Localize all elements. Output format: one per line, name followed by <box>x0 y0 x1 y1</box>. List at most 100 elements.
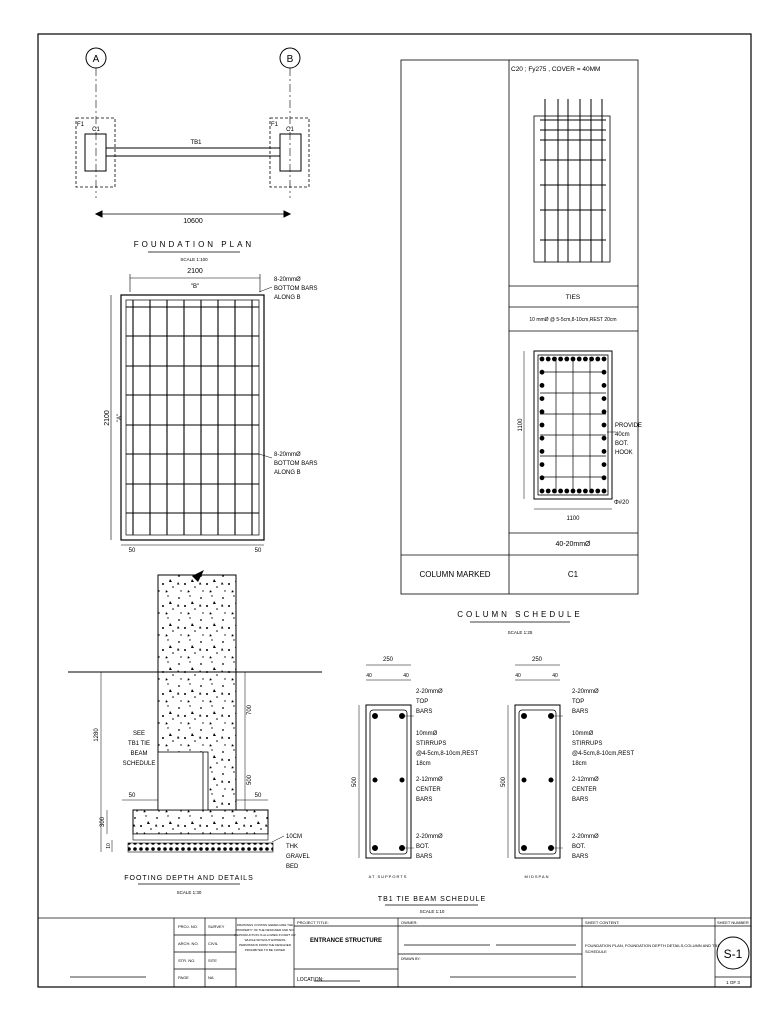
column-section-bar <box>539 448 545 454</box>
left-beam-depth: 500 <box>352 776 358 787</box>
footing-label-left: F1 <box>77 122 85 128</box>
right-cen-3: BARS <box>572 797 588 803</box>
total-depth-dim: 1280 <box>94 728 100 742</box>
column-section-bar <box>576 356 582 362</box>
tb-r4-value: NA <box>208 975 214 980</box>
column-section-bar <box>552 488 557 494</box>
bars-note-top-1: 8-20mmØ <box>274 277 301 283</box>
column-schedule-scale: SCALE 1:25 <box>508 630 533 635</box>
column-section-bar <box>564 488 570 494</box>
tb-note-6: PROHIBITED TO BE COPIED <box>245 948 286 952</box>
right-st-2: STIRRUPS <box>572 741 602 747</box>
right-st-1: 10mmØ <box>572 731 594 737</box>
foundation-plan-text: A B F1 C1 F1 C1 TB1 10600 FOUNDATION PLA… <box>77 54 294 262</box>
main-bars: 40-20mmØ <box>555 541 591 548</box>
right-bot-2: BOT. <box>572 844 586 850</box>
column-section-bar <box>601 448 607 454</box>
footing-section-text: 1280 SEE TB1 TIE BEAM SCHEDULE 700 500 3… <box>94 704 311 895</box>
column-section-bar <box>539 396 545 402</box>
left-top-3: BARS <box>416 709 432 715</box>
tb-location-label: LOCATION: <box>297 977 324 983</box>
column-section-bar <box>595 356 601 362</box>
bars-note-top-2: BOTTOM BARS <box>274 286 318 292</box>
left-cen-1: 2-12mmØ <box>416 777 443 783</box>
right-cen-2: CENTER <box>572 787 597 793</box>
title-block <box>37 917 752 988</box>
tb-sheet-label: SHEET NUMBER <box>717 920 749 925</box>
footing-width-dim: 2100 <box>187 268 203 275</box>
column-schedule-title: COLUMN SCHEDULE <box>457 610 582 619</box>
column-section-bar <box>539 422 545 428</box>
see-note-2: TB1 TIE <box>128 741 150 747</box>
column-width-dim: 1100 <box>567 516 581 522</box>
left-cover-1: 40 <box>366 673 372 679</box>
column-section-bar <box>583 356 588 362</box>
column-section-bar <box>539 369 545 375</box>
column-section-bar <box>570 356 576 362</box>
gravel-note-3: GRAVEL <box>286 854 311 860</box>
tie-beam-left-text: 250 40 40 500 2-20mmØ TOP BARS 10mmØ STI… <box>352 657 478 879</box>
column-section-bar <box>601 422 607 428</box>
column-marked-label: COLUMN MARKED <box>419 570 490 579</box>
tb-r1-value: SURVEY <box>208 924 225 929</box>
column-section-bar <box>601 462 607 468</box>
tb-content-1: FOUNDATION PLAN, FOUNDATION DEPTH DETAIL… <box>585 943 720 948</box>
right-cover-2: 40 <box>552 673 558 679</box>
right-cen-1: 2-12mmØ <box>572 777 599 783</box>
column-section-bar <box>589 356 594 362</box>
left-bot-2: BOT. <box>416 844 430 850</box>
grid-label-b: B <box>287 54 294 65</box>
beam-depth-500: 500 <box>247 774 253 785</box>
footing-section-scale: SCALE 1:30 <box>177 890 202 895</box>
bars-note-mid-1: 8-20mmØ <box>274 452 301 458</box>
tb-project-title-label: PROJECT TITLE: <box>297 920 329 925</box>
ties-spec: 10 mmØ @ 5-5cm,8-10cm,REST 20cm <box>529 317 616 323</box>
left-st-2: STIRRUPS <box>416 741 446 747</box>
footing-section-title: FOOTING DEPTH AND DETAILS <box>124 875 254 882</box>
gravel-note-2: THK <box>286 844 298 850</box>
tb-sheet-number: S-1 <box>724 947 743 961</box>
column-section-bar <box>601 435 607 441</box>
tie-beam-right-text: 250 40 40 500 2-20mmØ TOP BARS 10mmØ STI… <box>378 657 635 914</box>
left-bot-3: BARS <box>416 854 432 860</box>
foundation-plan-title: FOUNDATION PLAN <box>134 240 254 249</box>
column-section-bar <box>601 396 607 402</box>
hook-note-2: 40cm <box>615 432 630 438</box>
tb-r2-value: CIVIL <box>208 941 219 946</box>
footing-height-dim: 2100 <box>104 410 111 426</box>
column-section-bar <box>601 409 607 415</box>
left-bot-1: 2-20mmØ <box>416 834 443 840</box>
pad-depth-300: 300 <box>100 816 106 827</box>
right-top-1: 2-20mmØ <box>572 689 599 695</box>
tb-r3-label: STR. NO. <box>178 958 195 963</box>
column-section-bar <box>601 475 607 481</box>
column-schedule-text: C20 ; Fy275 , COVER = 40MM TIES 10 mmØ @… <box>419 66 642 635</box>
edge-dim-right: 50 <box>255 548 262 554</box>
column-section-bar <box>595 488 601 494</box>
right-top-2: TOP <box>572 699 584 705</box>
hook-note-1: PROVIDE <box>615 423 642 429</box>
left-top-1: 2-20mmØ <box>416 689 443 695</box>
edge-dim-left: 50 <box>129 548 136 554</box>
column-section-bar <box>570 488 576 494</box>
tie-beam-title: TB1 TIE BEAM SCHEDULE <box>378 896 486 903</box>
column-label-left: C1 <box>92 127 100 133</box>
tie-beam-section-right <box>507 664 563 859</box>
column-section-bar <box>576 488 582 494</box>
column-section-bar <box>558 488 563 494</box>
foundation-plan-scale: SCALE 1:100 <box>180 257 208 262</box>
column-section-bar <box>589 488 594 494</box>
footing-height-mark: "A" <box>117 414 123 422</box>
see-note-4: SCHEDULE <box>123 761 156 767</box>
bar-diameter: Φ#20 <box>614 500 629 506</box>
column-depth-dim: 1100 <box>518 418 524 432</box>
left-st-3: @4-5cm,8-10cm,REST <box>416 751 478 757</box>
ties-label: TIES <box>566 294 581 301</box>
column-label-right: C1 <box>286 127 294 133</box>
column-section-bar <box>539 488 545 494</box>
tb-note-4: WHOLE WITHOUT EXPRESS <box>245 938 286 942</box>
left-top-2: TOP <box>416 699 428 705</box>
bars-note-mid-3: ALONG B <box>274 470 301 476</box>
column-section-bar <box>601 488 607 494</box>
